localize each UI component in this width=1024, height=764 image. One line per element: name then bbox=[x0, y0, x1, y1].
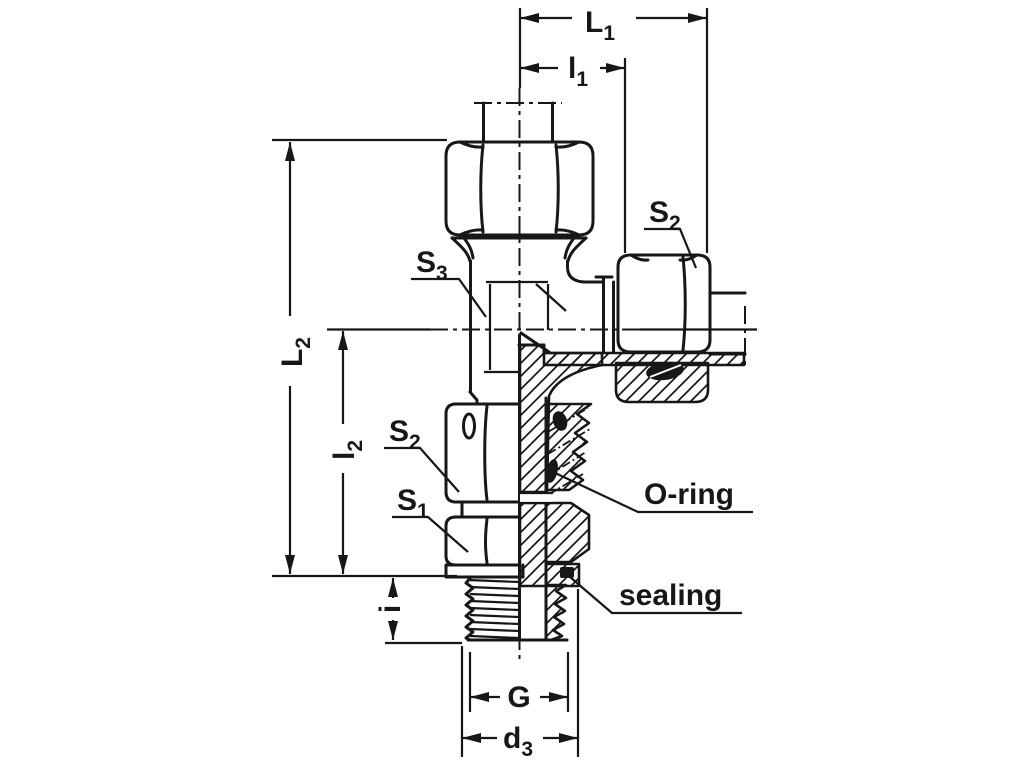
callout-S2-left: S2 bbox=[384, 415, 460, 493]
label-S3: S3 bbox=[416, 246, 448, 285]
sealing-edge-dot bbox=[560, 567, 574, 578]
threaded-stud bbox=[464, 575, 569, 642]
section-break-band bbox=[520, 491, 553, 505]
dimension-L2: L2 bbox=[276, 142, 315, 574]
dim-label-L2: L2 bbox=[276, 337, 315, 367]
sealing-washer bbox=[444, 563, 525, 579]
dim-label-l1: l1 bbox=[568, 52, 588, 91]
top-tube bbox=[482, 101, 554, 144]
dimension-l2: l2 bbox=[328, 331, 367, 574]
dimension-L1: L1 bbox=[520, 6, 707, 45]
swivel-nut-S2 bbox=[444, 402, 521, 504]
side-port-nut bbox=[616, 253, 712, 354]
side-port bbox=[594, 253, 747, 356]
label-o-ring: O-ring bbox=[644, 478, 734, 511]
label-S2-left: S2 bbox=[389, 415, 421, 454]
dimension-l1: l1 bbox=[520, 52, 625, 91]
dim-label-G: G bbox=[507, 681, 530, 714]
body-wall-section bbox=[518, 343, 604, 494]
o-ring-seals bbox=[546, 361, 684, 578]
top-nut bbox=[444, 140, 595, 237]
label-S2-right: S2 bbox=[649, 196, 681, 235]
callout-o-ring: O-ring bbox=[552, 471, 753, 514]
section-hatching bbox=[518, 343, 746, 642]
dim-label-i: i bbox=[374, 605, 407, 613]
dim-label-l2: l2 bbox=[328, 440, 367, 460]
o-ring-lower-blob bbox=[546, 459, 558, 483]
dimension-G: G bbox=[470, 681, 568, 714]
label-sealing: sealing bbox=[619, 579, 722, 612]
dim-label-L1: L1 bbox=[585, 6, 615, 45]
stud-thread-section bbox=[544, 583, 568, 642]
side-port-tube bbox=[708, 291, 747, 356]
dimension-i: i bbox=[374, 578, 407, 640]
dim-label-d3: d3 bbox=[503, 722, 533, 761]
fitting-outlines bbox=[444, 101, 747, 642]
callout-S3: S3 bbox=[411, 246, 487, 318]
dimension-d3: d3 bbox=[462, 722, 578, 761]
callout-sealing: sealing bbox=[569, 576, 742, 615]
extension-lines bbox=[272, 8, 709, 757]
thread-ridges bbox=[467, 578, 520, 640]
o-ring-upper-blob bbox=[552, 411, 568, 431]
locknut-section bbox=[544, 501, 591, 564]
port-nut-section bbox=[614, 361, 710, 404]
callout-S1: S1 bbox=[392, 484, 469, 553]
body bbox=[468, 259, 605, 642]
callout-S2-right: S2 bbox=[644, 196, 698, 269]
ferrule-collar bbox=[450, 236, 588, 263]
